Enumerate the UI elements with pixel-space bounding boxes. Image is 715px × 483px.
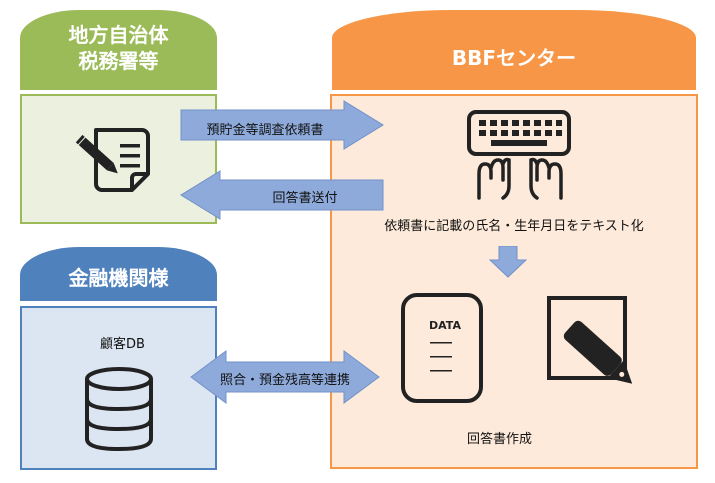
match-arrow-label: 照合・預金残高等連携 [219, 373, 350, 388]
keyboard-typing-icon [467, 110, 571, 200]
government-header [20, 10, 217, 90]
data-label: DATA [429, 319, 461, 332]
reply-arrow-label: 回答書送付 [272, 191, 338, 206]
database-icon [85, 367, 153, 452]
reply-arrow [180, 170, 384, 220]
bank-title: 金融機関様 [68, 266, 169, 290]
bbf-panel [330, 94, 698, 469]
data-document-icon [401, 293, 483, 403]
bank-header [20, 247, 217, 301]
down-arrow-icon [488, 246, 528, 278]
request-arrow-label: 預貯金等調査依頼書 [206, 123, 324, 138]
digitize-label: 依頼書に記載の氏名・生年月日をテキスト化 [384, 219, 644, 234]
government-title-line1: 地方自治体 [68, 23, 169, 47]
government-title-line2: 税務署等 [78, 49, 159, 73]
bbf-header [332, 10, 696, 90]
bbf-title: BBFセンター [451, 46, 577, 70]
customer-db-label: 顧客DB [100, 337, 145, 352]
request-arrow [180, 100, 384, 150]
pen-paper-icon [547, 296, 633, 384]
match-arrow [190, 350, 380, 404]
create-answer-label: 回答書作成 [467, 432, 533, 447]
government-title: 地方自治体 税務署等 [20, 22, 217, 74]
document-edit-icon [75, 128, 150, 192]
